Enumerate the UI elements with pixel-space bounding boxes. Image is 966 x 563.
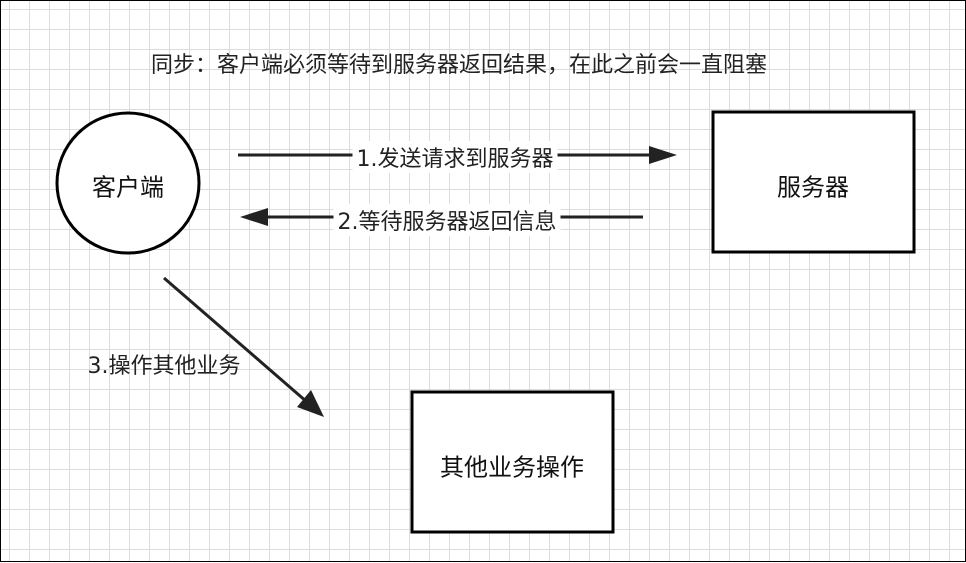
response-arrow-head [240,208,268,226]
other-node-shape [410,390,615,534]
other-ops-arrow-label: 3.操作其他业务 [87,354,241,379]
other-node-label: 其他业务操作 [440,453,584,482]
client-node-shape [55,111,201,255]
request-arrow-label: 1.发送请求到服务器 [352,141,558,173]
request-arrow-head [649,146,677,164]
other-ops-arrow-line [163,276,308,404]
server-node-label: 服务器 [777,173,849,202]
other-ops-arrow-head [297,390,324,417]
server-node-shape [711,110,916,254]
response-arrow-label: 2.等待服务器返回信息 [333,204,561,236]
sync-description: 同步：客户端必须等待到服务器返回结果，在此之前会一直阻塞 [151,53,768,78]
client-node-label: 客户端 [92,173,164,202]
